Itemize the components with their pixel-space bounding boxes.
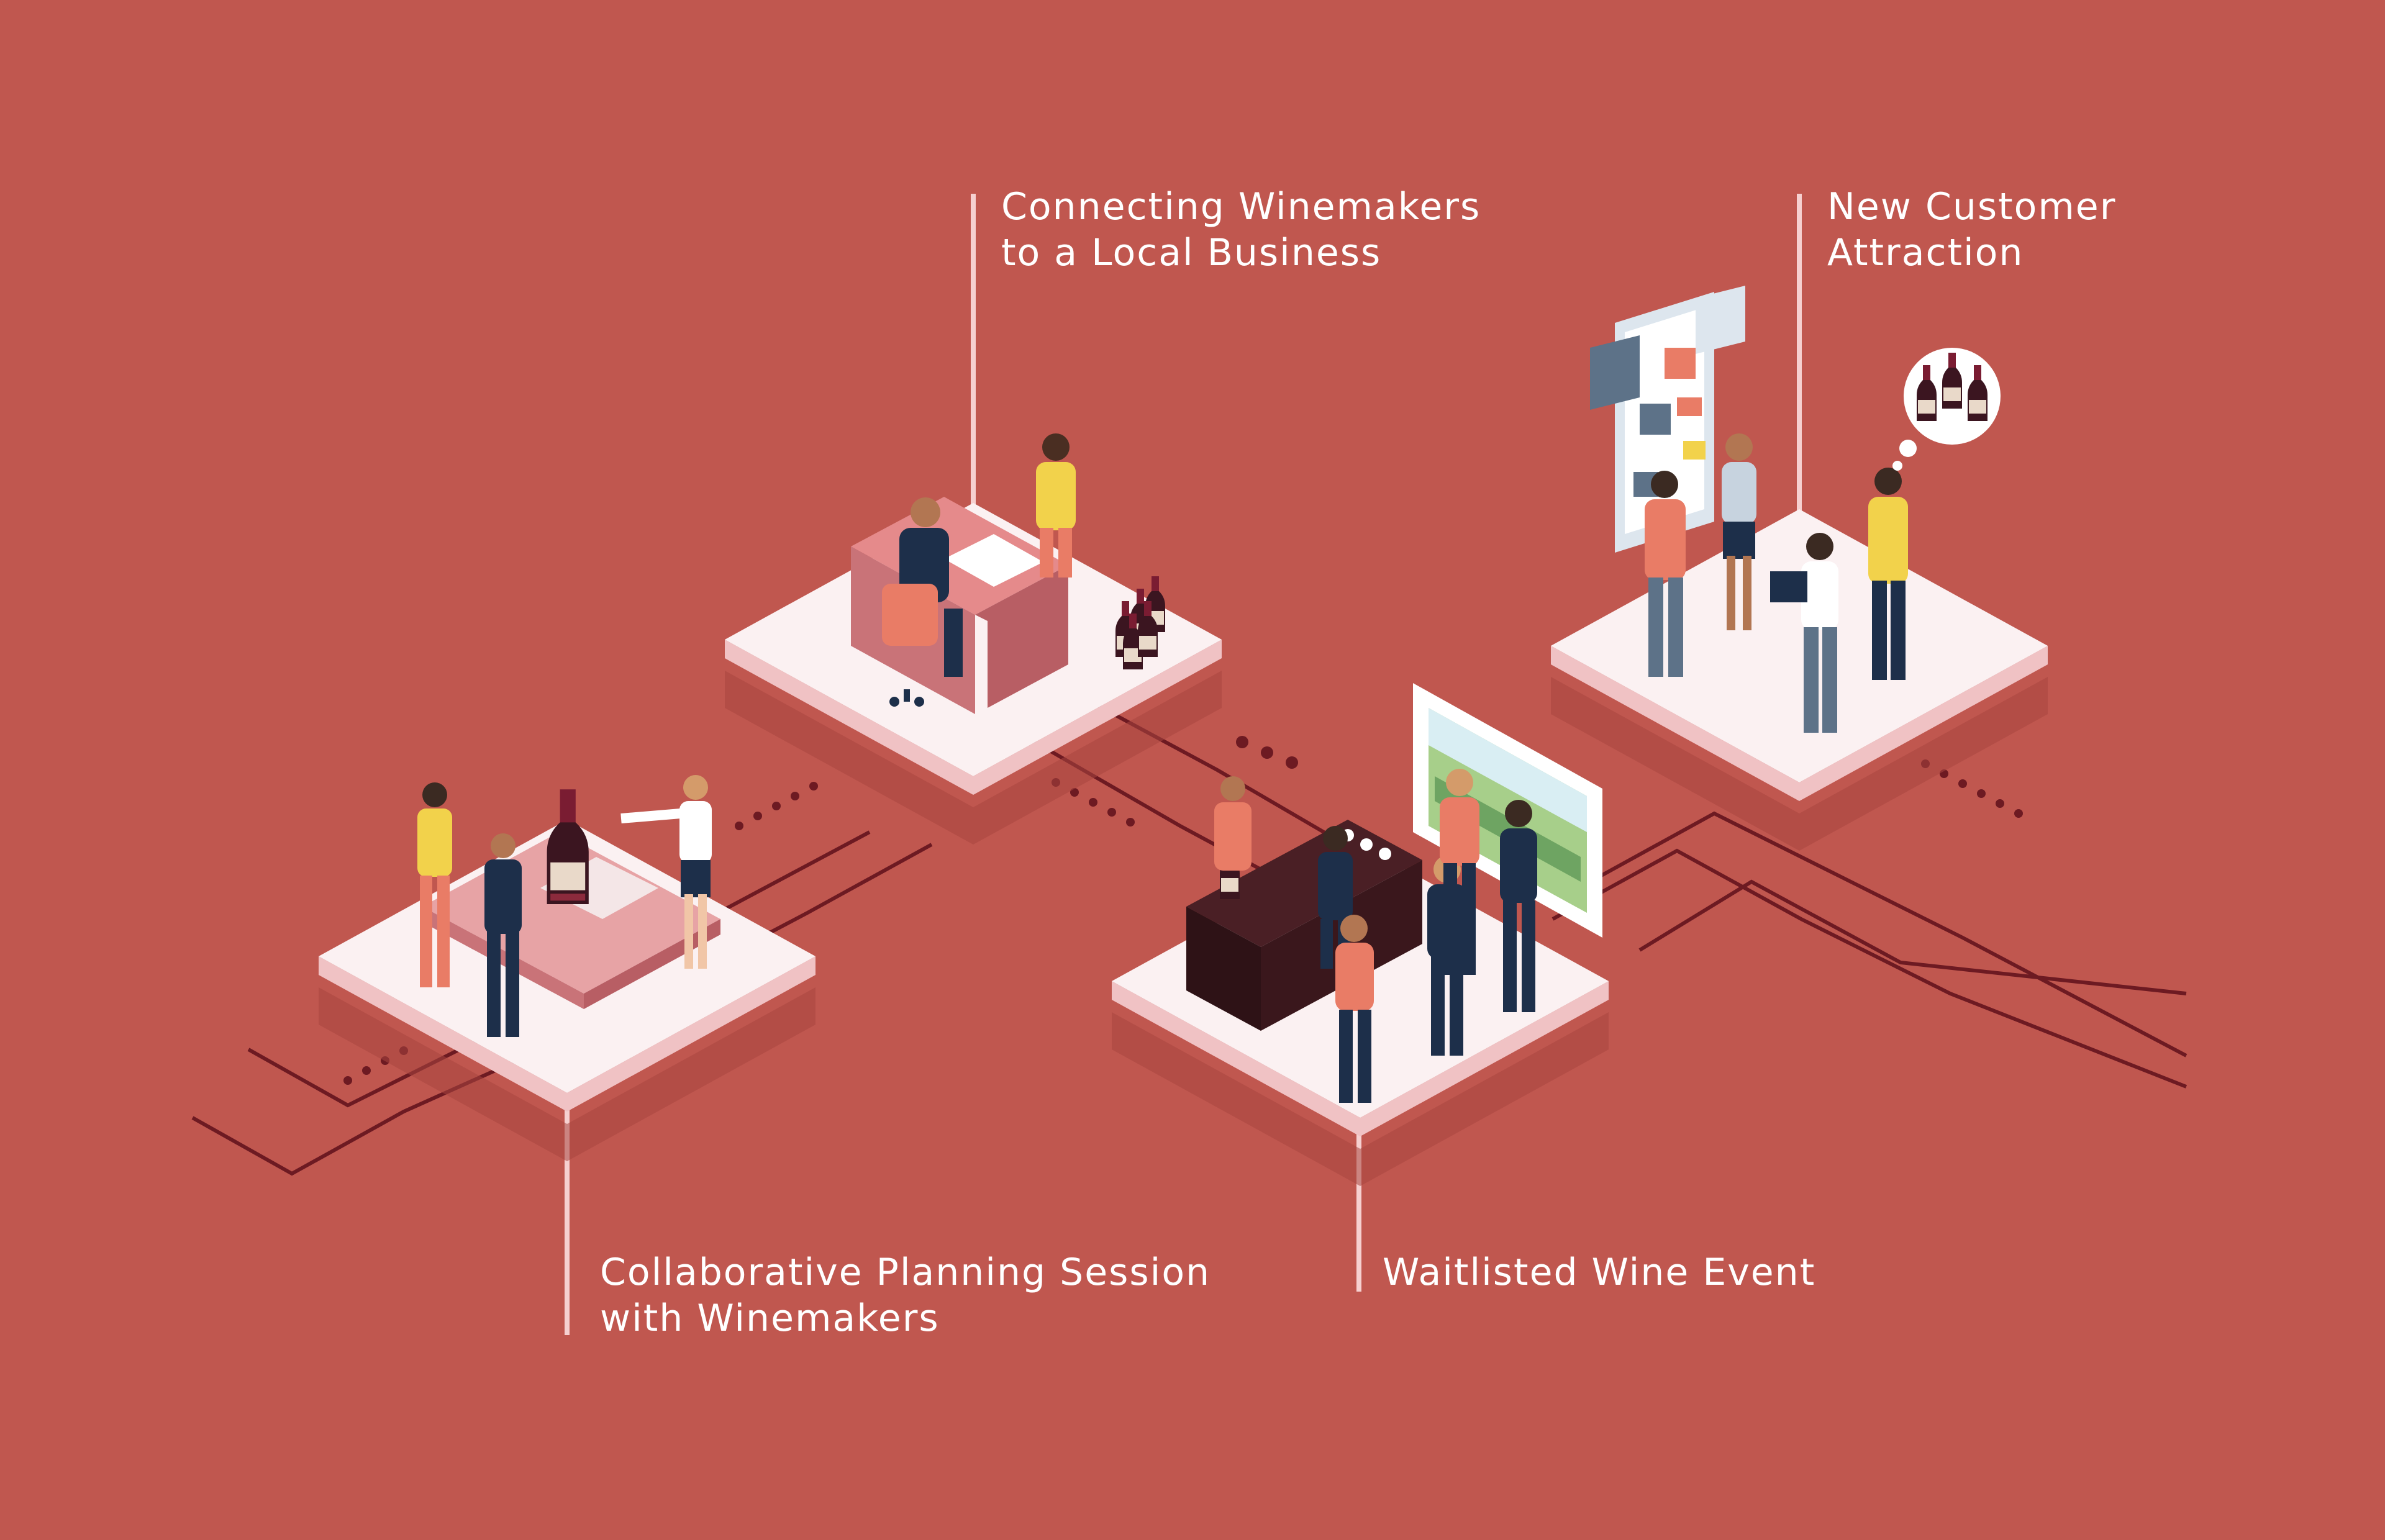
circuit-line-7 xyxy=(1638,879,2187,995)
thought-bubble xyxy=(1892,348,2001,471)
platform-connect xyxy=(725,433,1222,845)
person-presenter-wait xyxy=(1440,769,1479,975)
smartphone xyxy=(1615,292,1714,553)
person-man-coral-new xyxy=(1645,471,1686,677)
step-label-wait-line-1: Waitlisted Wine Event xyxy=(1383,1251,1816,1294)
step-label-connect-line-2: to a Local Business xyxy=(1001,231,1382,274)
person-woman-collab xyxy=(620,775,712,969)
person-laptop-new xyxy=(1770,533,1838,733)
person-yellow-connect xyxy=(1036,433,1076,578)
step-label-collab-line-1: Collaborative Planning Session xyxy=(600,1251,1211,1294)
step-label-wait: Waitlisted Wine Event xyxy=(1383,1249,1815,1295)
person-host-wait xyxy=(1214,776,1252,871)
person-pointer-wait xyxy=(1500,800,1537,1012)
step-label-connect-line-1: Connecting Winemakers xyxy=(1001,185,1481,229)
platform-new xyxy=(1551,286,2048,851)
step-label-collab-line-2: with Winemakers xyxy=(600,1297,940,1340)
person-yellow-new xyxy=(1868,468,1908,680)
step-label-new-line-1: New Customer xyxy=(1827,185,2117,229)
step-label-collab: Collaborative Planning Session with Wine… xyxy=(600,1249,1211,1341)
person-guest-coral-wait xyxy=(1335,915,1374,1103)
step-label-new-line-2: Attraction xyxy=(1827,231,2024,274)
platform-collab xyxy=(319,775,815,1161)
person-woman-new xyxy=(1722,433,1756,630)
circuit-line-6 xyxy=(1551,848,2187,1089)
thumbs-up-icon xyxy=(1590,335,1640,410)
platform-wait xyxy=(1112,683,1609,1186)
person-navy-collab xyxy=(484,833,522,1037)
person-seated-connect xyxy=(882,497,963,707)
social-bird-icon xyxy=(1696,286,1745,354)
circuit-line-5 xyxy=(1589,811,2187,1058)
person-yellow-collab xyxy=(417,782,452,987)
step-label-new: New Customer Attraction xyxy=(1827,184,2116,276)
step-label-connect: Connecting Winemakers to a Local Busines… xyxy=(1001,184,1481,276)
